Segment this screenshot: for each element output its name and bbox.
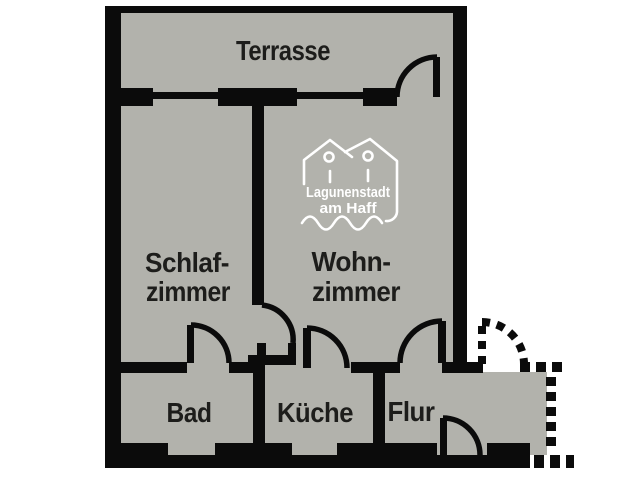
label-kueche: Küche	[277, 397, 353, 428]
door-arc-bad	[190, 322, 232, 364]
label-bad: Bad	[167, 397, 212, 428]
wall-segment	[337, 443, 437, 455]
wall-segment	[121, 88, 153, 106]
wall-segment	[351, 362, 385, 373]
door-arc-schlaf-wohn	[261, 302, 296, 344]
wall-segment	[121, 362, 187, 373]
walls	[105, 6, 530, 468]
logo-window-left-icon	[323, 151, 335, 163]
label-schlafzimmer-line1: Schlaf-	[145, 247, 229, 278]
floor-areas	[121, 13, 547, 455]
entrance-door-arc-dashed	[481, 318, 528, 365]
label-flur: Flur	[388, 396, 436, 427]
logo-wave-icon	[300, 215, 384, 231]
wall-segment	[363, 88, 397, 106]
door-leaf-wohnzimmer	[438, 321, 446, 363]
door-leaf-kueche	[303, 328, 311, 368]
door-arc-terrasse	[394, 54, 438, 98]
dashed-entrance-area	[478, 318, 574, 468]
door-leaf-terrasse	[433, 57, 440, 97]
watermark-text: Lagunenstadt am Haff	[306, 185, 390, 217]
wall-bottom-base	[105, 455, 530, 468]
wall-jog-stub	[288, 343, 296, 357]
wall-left	[105, 6, 121, 468]
label-wohnzimmer-line1: Wohn-	[312, 246, 391, 277]
door-arc-flur-exit	[442, 415, 483, 456]
door-arc-wohnzimmer	[397, 318, 443, 364]
window-terrasse-left	[153, 92, 218, 99]
wall-divider-bad-kueche	[253, 362, 265, 455]
wall-right	[453, 6, 467, 373]
door-leaf-flur-exit	[440, 418, 447, 455]
label-terrasse: Terrasse	[236, 35, 330, 66]
door-leaf-bad	[187, 325, 194, 363]
wall-segment	[218, 88, 297, 106]
floor-flur-extension	[453, 372, 547, 455]
wall-divider-kueche-flur	[373, 362, 385, 455]
logo-house-left-icon	[302, 138, 354, 186]
label-wohnzimmer-line2: zimmer	[312, 276, 401, 307]
label-schlafzimmer-line2: zimmer	[146, 276, 231, 307]
logo-house-right-icon	[343, 137, 399, 223]
wall-segment	[229, 362, 253, 373]
door-arc-kueche	[306, 325, 350, 369]
wall-segment	[121, 443, 168, 455]
wall-top	[105, 6, 467, 13]
wall-segment	[385, 362, 400, 373]
wall-segment	[487, 443, 530, 455]
watermark-text-line2: am Haff	[320, 201, 377, 217]
window-terrasse-right	[297, 92, 363, 99]
wall-jog	[248, 355, 296, 365]
watermark-text-line1: Lagunenstadt	[306, 185, 390, 201]
wall-divider-schlaf-wohn	[252, 106, 264, 305]
wall-jog-stub	[257, 343, 266, 357]
watermark-logo: Lagunenstadt am Haff	[300, 137, 399, 231]
room-labels: Terrasse Schlaf- zimmer Wohn- zimmer Bad…	[145, 35, 436, 428]
logo-window-right-icon	[362, 150, 374, 162]
wall-segment	[442, 362, 483, 373]
door-arcs	[190, 54, 483, 456]
